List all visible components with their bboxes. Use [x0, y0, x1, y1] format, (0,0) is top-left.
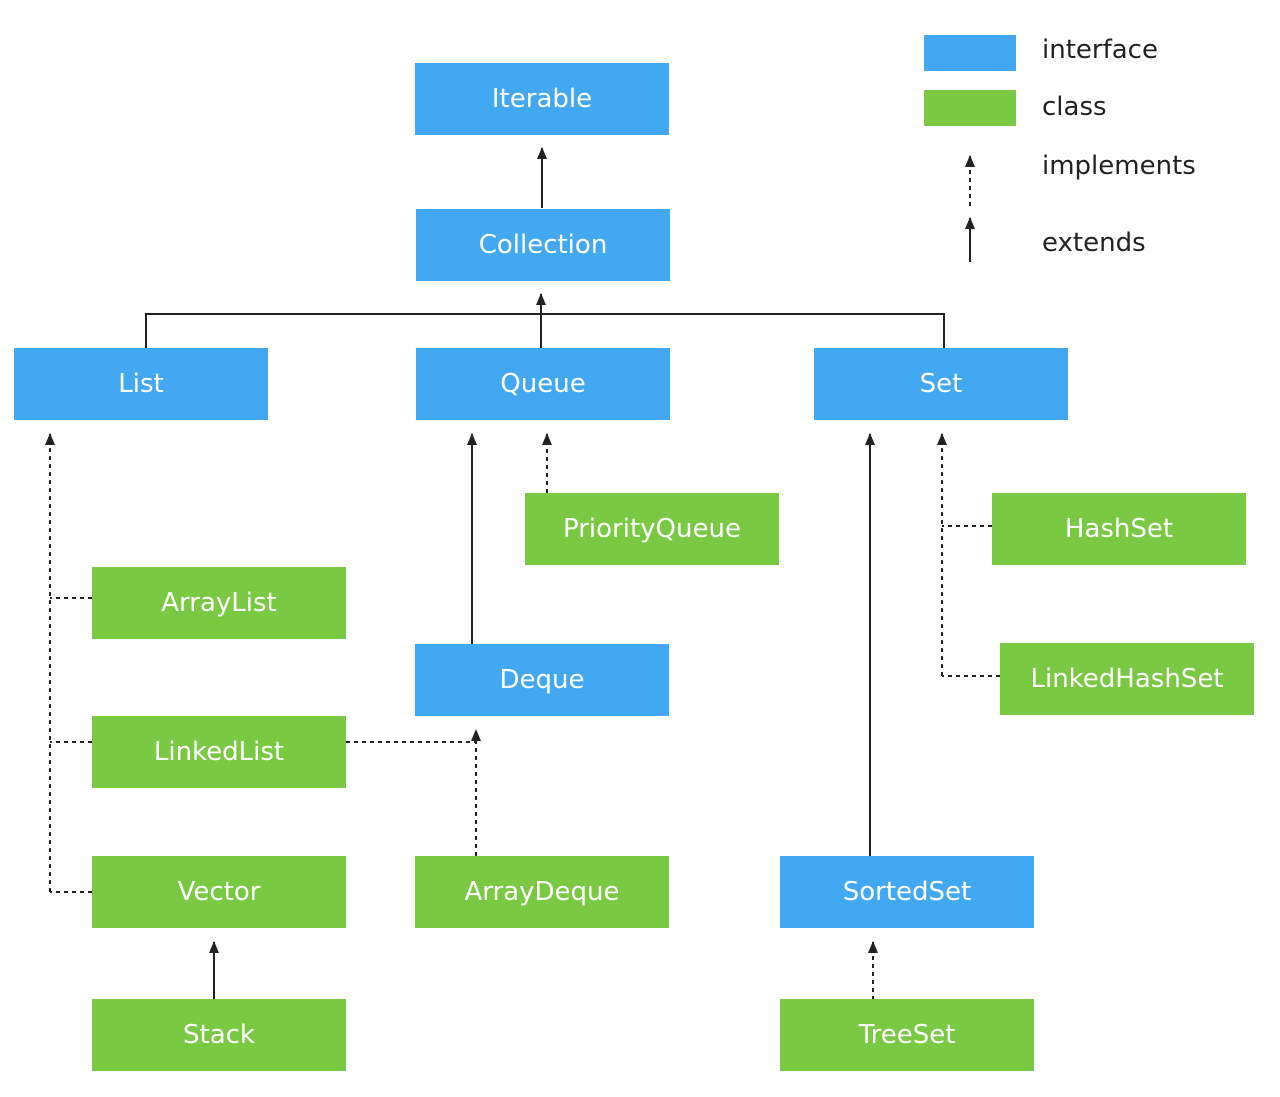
node-deque-label: Deque	[499, 665, 585, 695]
node-arraydeque: ArrayDeque	[415, 856, 669, 928]
edge-list-set-bus	[145, 313, 945, 348]
node-set-label: Set	[919, 369, 963, 399]
legend-class-label: class	[1042, 92, 1107, 122]
node-queue-label: Queue	[500, 369, 586, 399]
node-list-label: List	[118, 369, 164, 399]
node-treeset-label: TreeSet	[858, 1020, 956, 1050]
legend-interface-swatch	[924, 35, 1016, 71]
node-collection-label: Collection	[478, 230, 608, 260]
legend-class-swatch	[924, 90, 1016, 126]
node-sortedset: SortedSet	[780, 856, 1034, 928]
node-treeset: TreeSet	[780, 999, 1034, 1071]
node-queue: Queue	[416, 348, 670, 420]
node-priorityqueue-label: PriorityQueue	[563, 514, 741, 544]
node-stack: Stack	[92, 999, 346, 1071]
node-set: Set	[814, 348, 1068, 420]
legend-implements-label: implements	[1042, 151, 1196, 181]
node-linkedlist-label: LinkedList	[153, 737, 285, 767]
node-priorityqueue: PriorityQueue	[525, 493, 779, 565]
legend-interface-label: interface	[1042, 35, 1158, 65]
node-sortedset-label: SortedSet	[842, 877, 972, 907]
node-iterable: Iterable	[415, 63, 669, 135]
node-linkedlist: LinkedList	[92, 716, 346, 788]
node-arraylist-label: ArrayList	[161, 588, 277, 618]
node-collection: Collection	[416, 209, 670, 281]
node-linkedhashset: LinkedHashSet	[1000, 643, 1254, 715]
node-vector: Vector	[92, 856, 346, 928]
node-hashset: HashSet	[992, 493, 1246, 565]
node-list: List	[14, 348, 268, 420]
node-arraydeque-label: ArrayDeque	[464, 877, 620, 907]
legend-extends-label: extends	[1042, 228, 1146, 258]
node-linkedhashset-label: LinkedHashSet	[1030, 664, 1224, 694]
node-deque: Deque	[415, 644, 669, 716]
node-stack-label: Stack	[183, 1020, 255, 1050]
node-arraylist: ArrayList	[92, 567, 346, 639]
node-iterable-label: Iterable	[491, 84, 593, 114]
node-hashset-label: HashSet	[1064, 514, 1174, 544]
node-vector-label: Vector	[177, 877, 261, 907]
